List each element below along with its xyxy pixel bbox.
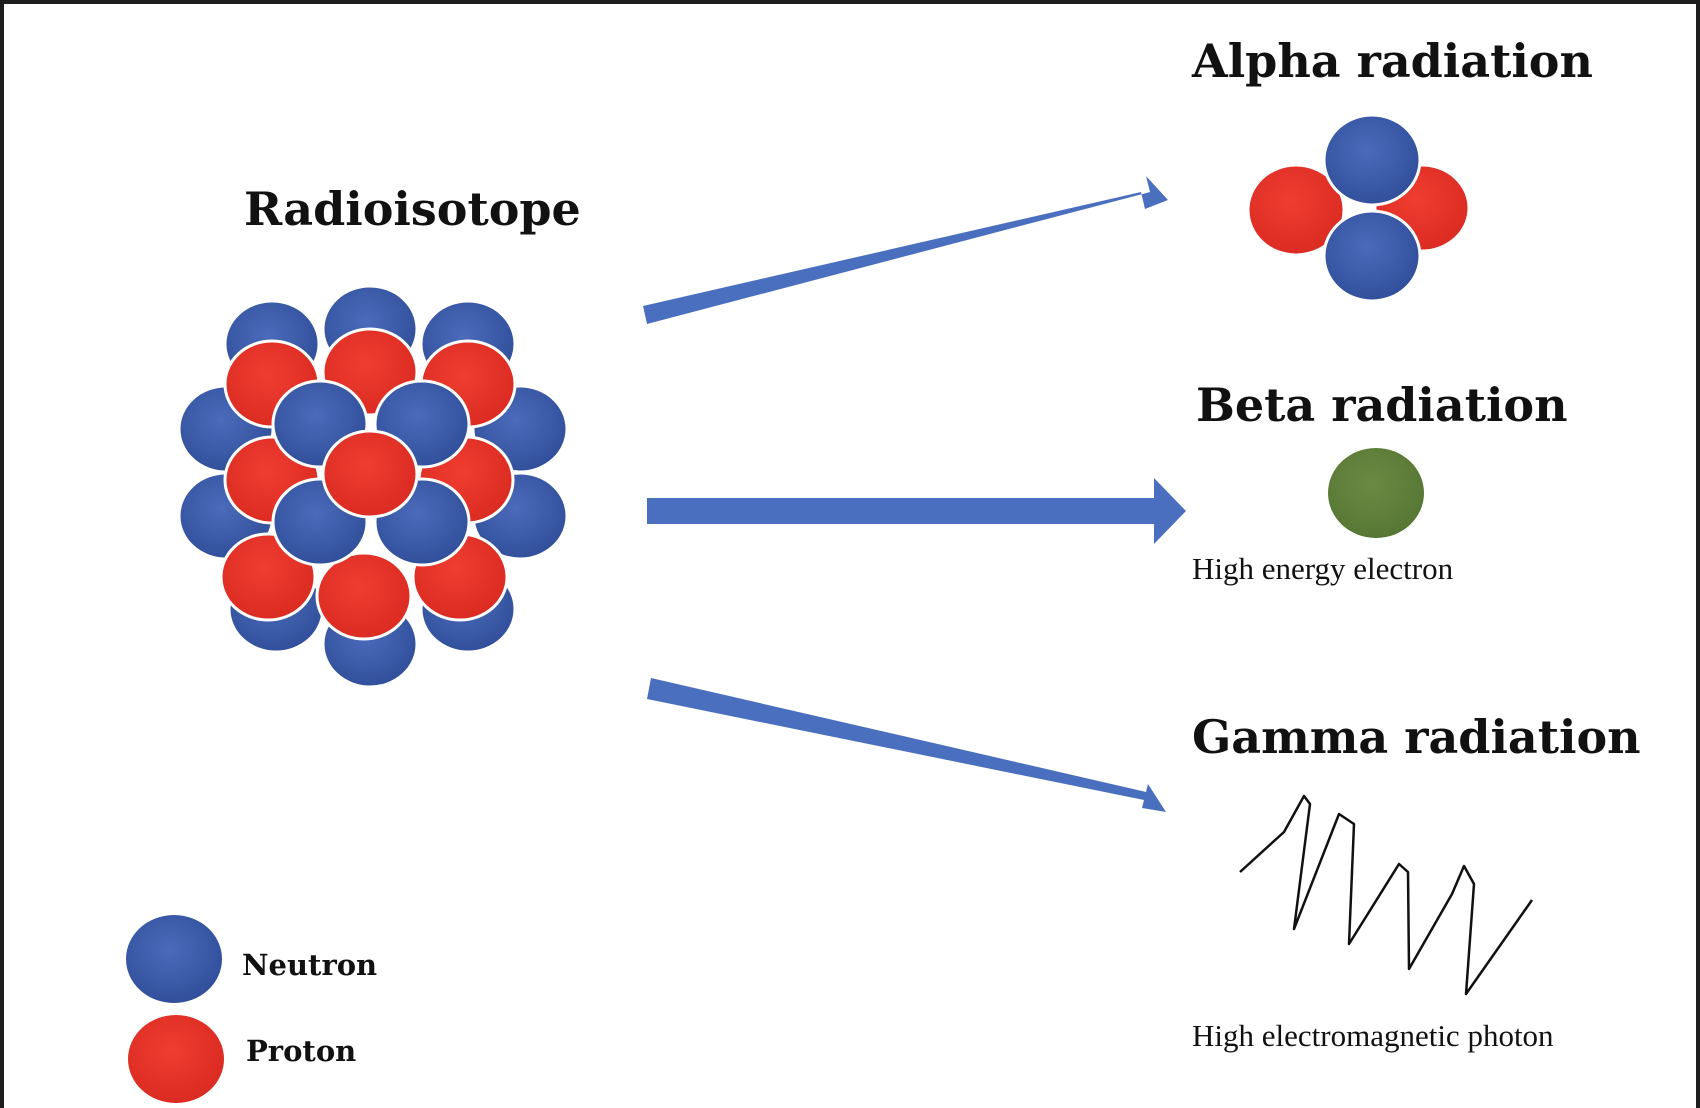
alpha-title: Alpha radiation xyxy=(1192,34,1593,88)
arrow-to-gamma xyxy=(647,678,1166,812)
neutron xyxy=(1322,113,1422,207)
legend-neutron-label: Neutron xyxy=(242,948,378,982)
gamma-wave xyxy=(1239,794,1534,996)
legend-proton-swatch xyxy=(128,1015,224,1103)
diagram-graphics xyxy=(126,113,1534,1103)
arrow-to-alpha xyxy=(643,176,1168,324)
radioisotope-nucleus xyxy=(177,284,569,689)
legend-proton-label: Proton xyxy=(246,1034,357,1068)
legend-neutron-swatch xyxy=(126,915,222,1003)
legend-swatches xyxy=(126,915,224,1103)
alpha-particle xyxy=(1246,113,1471,303)
neutron xyxy=(1322,209,1422,303)
radioisotope-title: Radioisotope xyxy=(244,182,581,236)
beta-caption: High energy electron xyxy=(1192,551,1454,586)
proton xyxy=(321,429,419,519)
proton xyxy=(1246,163,1346,257)
arrow-to-beta xyxy=(647,478,1186,544)
proton xyxy=(315,551,413,641)
gamma-title: Gamma radiation xyxy=(1192,710,1641,764)
diagram-paper: Radioisotope Alpha radiation Beta radiat… xyxy=(4,4,1696,1108)
electron xyxy=(1328,448,1424,538)
emission-arrows xyxy=(643,176,1186,812)
beta-title: Beta radiation xyxy=(1196,378,1568,432)
gamma-caption: High electromagnetic photon xyxy=(1192,1018,1554,1053)
